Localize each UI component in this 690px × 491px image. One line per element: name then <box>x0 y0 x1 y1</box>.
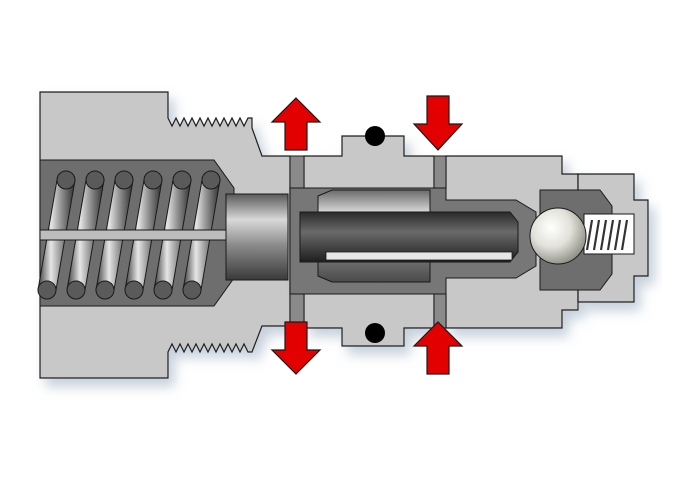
port-channel-right <box>433 155 447 189</box>
ball-spring-coil <box>599 219 608 251</box>
ball-spring-coil <box>592 219 601 251</box>
flow-arrow-top-right <box>412 95 464 151</box>
port-channel-left <box>289 155 305 189</box>
flow-arrow-bottom-left <box>270 321 322 375</box>
o-ring-seal-bottom <box>365 323 385 343</box>
port-channel-right-lower <box>433 293 447 329</box>
ball-spring-coil <box>585 219 594 251</box>
check-ball <box>529 207 587 265</box>
ball-spring <box>585 219 629 251</box>
flow-arrow-bottom-right <box>412 321 464 375</box>
ball-spring-coil <box>613 219 622 251</box>
o-ring-seal-top <box>365 126 385 146</box>
ball-spring-coil <box>620 219 629 251</box>
sleeve-stem <box>325 251 513 261</box>
flow-arrow-top-left <box>270 97 322 151</box>
sleeve-core <box>299 211 519 263</box>
push-rod <box>39 193 289 281</box>
ball-spring-coil <box>606 219 615 251</box>
